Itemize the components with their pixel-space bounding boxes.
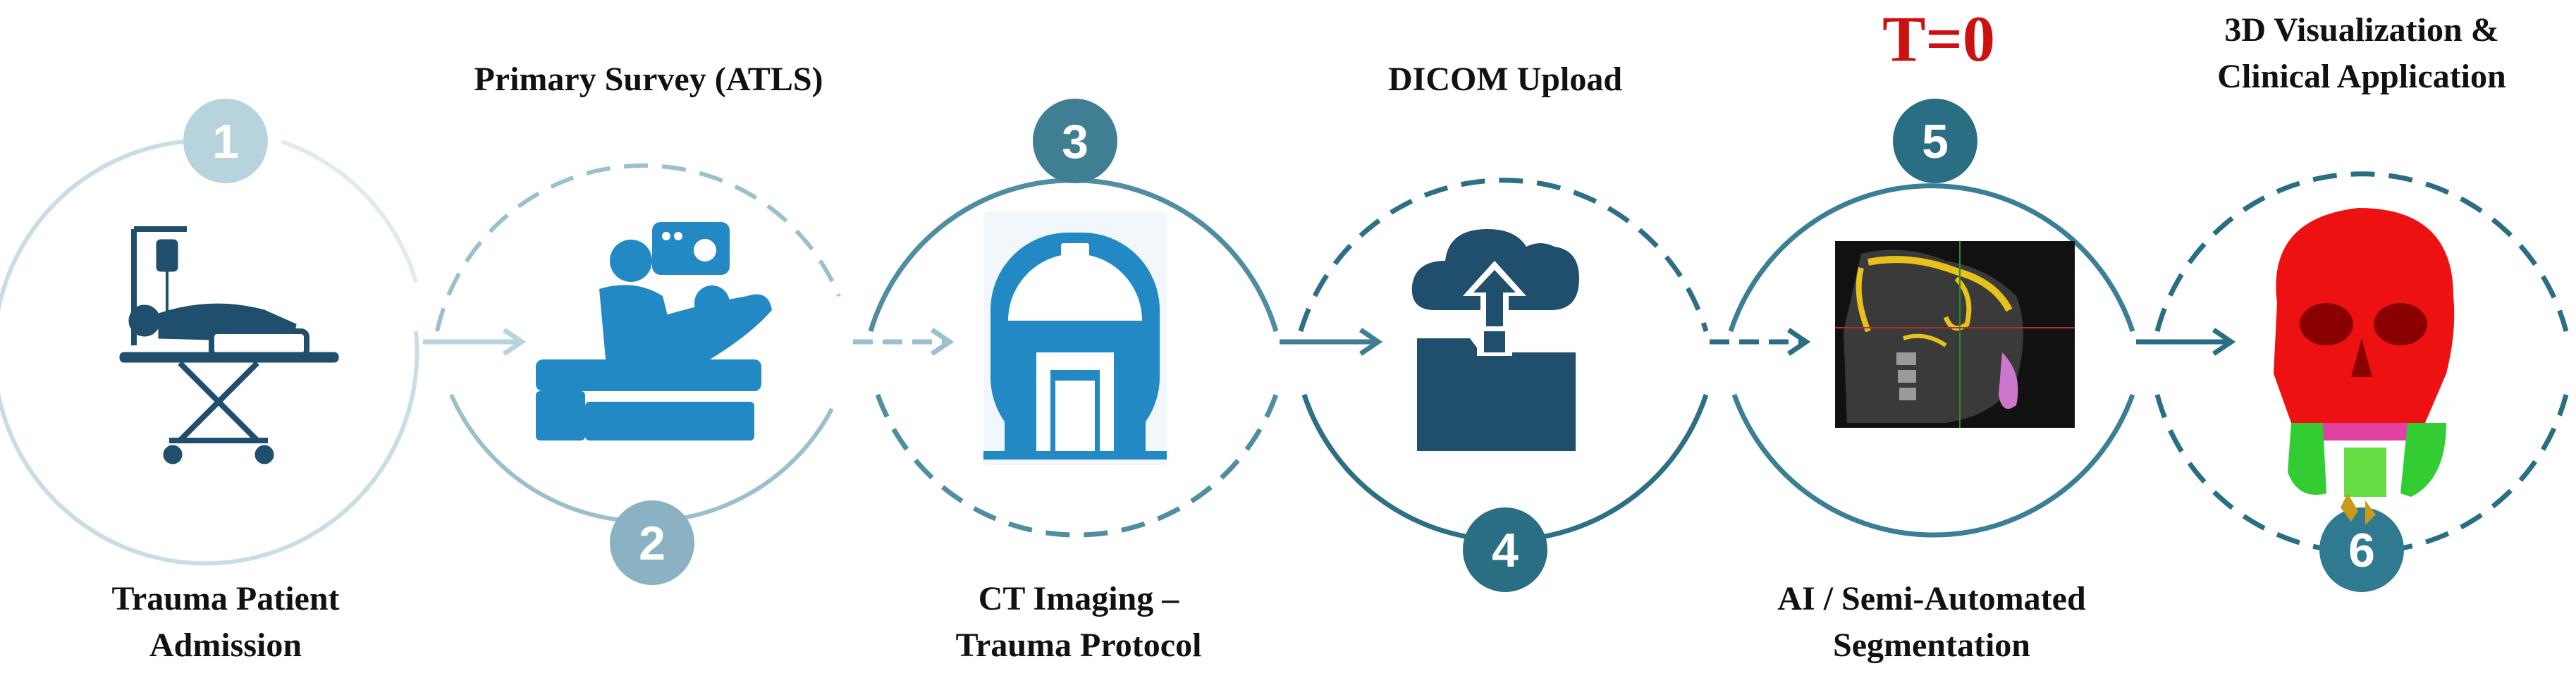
- skull-3d-icon: [2274, 208, 2455, 525]
- ct-scanner-icon: [983, 211, 1167, 465]
- step-3-label-line-1: CT Imaging –: [978, 580, 1179, 617]
- cloud-upload-icon: [1411, 229, 1579, 451]
- step-5-label-line-2: Segmentation: [1833, 627, 2030, 664]
- step-2-number: 2: [639, 517, 666, 570]
- step-1-label-line-2: Admission: [149, 627, 302, 664]
- step-6-label-line-1: 3D Visualization &: [2224, 11, 2499, 49]
- ring-step-4: [1298, 178, 1709, 333]
- connector-2-3-arrowhead: [931, 328, 955, 356]
- step-6-label: 3D Visualization & Clinical Application: [2171, 7, 2552, 100]
- connector-3-4: [1280, 328, 1383, 356]
- step-4-badge: 4: [1463, 507, 1547, 592]
- primary-survey-icon: [536, 222, 772, 441]
- step-3-badge: 3: [1033, 99, 1117, 183]
- step-6-label-line-2: Clinical Application: [2217, 58, 2506, 95]
- step-1-label: Trauma Patient Admission: [70, 576, 381, 669]
- step-3-label: CT Imaging – Trauma Protocol: [909, 576, 1248, 669]
- ring-step-3-lower: [875, 393, 1279, 538]
- connector-4-5-arrowhead: [1787, 328, 1811, 356]
- step-3-number: 3: [1062, 115, 1088, 168]
- ring-step-5: [1728, 183, 2135, 538]
- t-zero-marker: T=0: [1882, 3, 1995, 75]
- ring-step-2: [435, 163, 841, 332]
- connector-1-2: [423, 328, 527, 356]
- step-2-label: Primary Survey (ATLS): [437, 56, 860, 103]
- step-3-label-line-2: Trauma Protocol: [955, 627, 1202, 664]
- step-6-number: 6: [2348, 524, 2375, 577]
- step-5-badge: 5: [1893, 99, 1977, 183]
- step-1-label-line-1: Trauma Patient: [111, 580, 340, 617]
- step-4-label-line-1: DICOM Upload: [1387, 61, 1623, 98]
- connector-5-6: [2136, 328, 2236, 356]
- step-5-number: 5: [1922, 115, 1949, 168]
- step-2-label-line-1: Primary Survey (ATLS): [474, 61, 823, 98]
- ring-step-1: [0, 140, 419, 566]
- stretcher-patient-icon: [119, 226, 339, 464]
- step-1-number: 1: [212, 115, 239, 168]
- step-4-label: DICOM Upload: [1325, 56, 1685, 103]
- step-1-badge: 1: [183, 99, 268, 183]
- step-4-number: 4: [1492, 524, 1519, 577]
- ct-segmentation-image: [1835, 241, 2075, 428]
- step-6-badge: 6: [2319, 507, 2404, 592]
- step-2-badge: 2: [610, 500, 694, 585]
- step-5-label-line-1: AI / Semi-Automated: [1777, 580, 2086, 617]
- step-5-label: AI / Semi-Automated Segmentation: [1734, 576, 2129, 669]
